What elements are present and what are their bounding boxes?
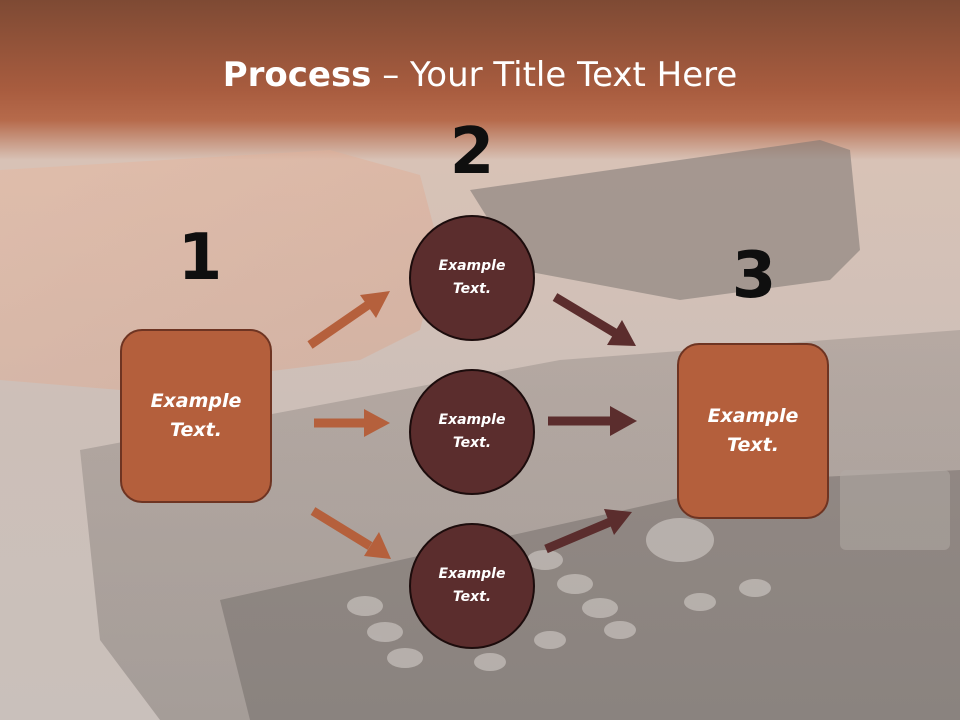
arrow-left-to-middle [314, 409, 390, 437]
arrow-bottom-to-right [544, 509, 632, 554]
node-middle-circle: Example Text. [409, 369, 535, 495]
node-bottom-circle: Example Text. [409, 523, 535, 649]
step-number-1: 1 [177, 221, 223, 295]
slide-title: Process – Your Title Text Here [0, 52, 960, 98]
arrow-left-to-top [307, 291, 390, 349]
node-middle-label: Example Text. [438, 412, 506, 451]
step-number-3: 3 [731, 239, 777, 313]
node-left-label: Example Text. [150, 390, 242, 441]
node-right-label: Example Text. [707, 405, 799, 456]
node-bottom-label: Example Text. [438, 566, 506, 605]
step-number-2: 2 [449, 115, 495, 189]
title-strong: Process [222, 55, 372, 95]
arrow-middle-to-right [548, 406, 637, 436]
node-left-box: Example Text. [120, 329, 272, 503]
node-right-box: Example Text. [677, 343, 829, 519]
title-rest: – Your Title Text Here [371, 55, 738, 95]
node-top-label: Example Text. [438, 258, 506, 297]
arrow-left-to-bottom [310, 507, 391, 559]
node-top-circle: Example Text. [409, 215, 535, 341]
arrow-top-to-right [552, 293, 636, 346]
